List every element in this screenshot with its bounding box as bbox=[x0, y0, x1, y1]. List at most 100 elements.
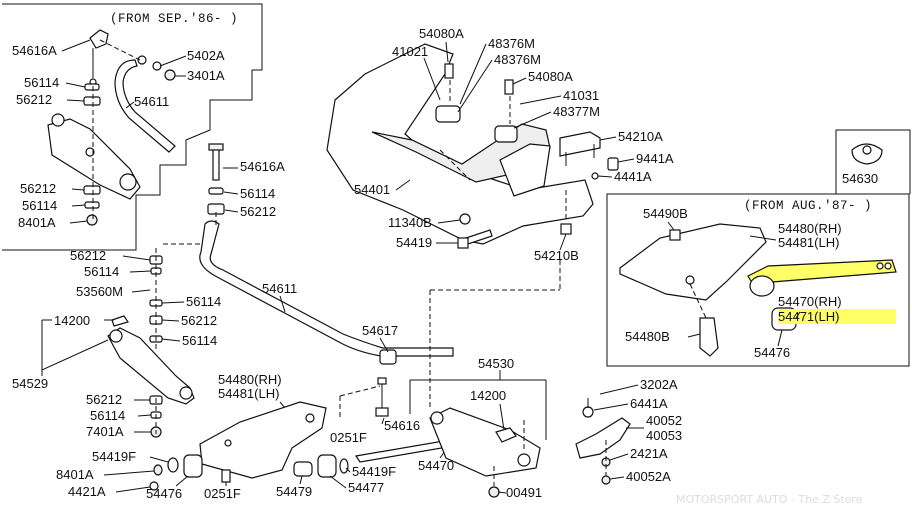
highlight-54471 bbox=[748, 260, 896, 296]
label-11340B: 11340B bbox=[388, 215, 432, 230]
label-8401A-top: 8401A bbox=[18, 215, 56, 230]
clamp-54210a bbox=[559, 131, 601, 157]
label-56114-g: 56114 bbox=[90, 408, 125, 423]
washer-54419f-left bbox=[167, 457, 179, 473]
bushing-56212-b bbox=[83, 185, 101, 195]
crossmember-54401 bbox=[326, 43, 594, 245]
label-54210A: 54210A bbox=[618, 129, 663, 144]
label-56212-f: 56212 bbox=[86, 392, 122, 407]
label-5402A: 5402A bbox=[187, 48, 225, 63]
inset-from-aug-87: (FROM AUG.'87- ) 54490B 54480(RH) 54481(… bbox=[606, 193, 910, 367]
mount-48377m bbox=[494, 125, 518, 143]
label-54401: 54401 bbox=[354, 182, 390, 197]
knuckle-arm-40052 bbox=[575, 417, 631, 459]
bolt-54080a-b bbox=[504, 79, 514, 95]
label-41021: 41021 bbox=[392, 44, 428, 59]
label-54479: 54479 bbox=[276, 484, 312, 499]
spacer-54479 bbox=[293, 461, 313, 477]
label-56114-a: 56114 bbox=[24, 75, 59, 90]
label-54480-rh-box: 54480(RH) bbox=[778, 221, 842, 236]
label-54480-rh-mid: 54480(RH) bbox=[218, 372, 282, 387]
inset-from-sep-86: (FROM SEP.'86- ) 54616A bbox=[2, 3, 263, 251]
label-56212-e: 56212 bbox=[181, 313, 217, 328]
ball-joint-14200-right bbox=[495, 427, 517, 443]
label-48377M: 48377M bbox=[553, 104, 600, 119]
washer-4421a bbox=[149, 481, 159, 491]
nut-8401a-top bbox=[86, 214, 98, 226]
bolt-0251f-bot bbox=[221, 469, 231, 483]
label-54470-rh: 54470(RH) bbox=[778, 294, 842, 309]
bolt-54616 bbox=[375, 377, 389, 417]
label-0251F-bot: 0251F bbox=[204, 486, 241, 501]
washer-56114-c bbox=[208, 187, 224, 195]
bracket-54480-box bbox=[619, 223, 767, 301]
label-9441A: 9441A bbox=[636, 151, 674, 166]
label-54530: 54530 bbox=[478, 356, 514, 371]
label-54490B: 54490B bbox=[643, 206, 688, 221]
label-54611-top: 54611 bbox=[134, 94, 169, 109]
label-54529: 54529 bbox=[12, 376, 48, 391]
label-56114-b: 56114 bbox=[22, 198, 57, 213]
nut-00491 bbox=[488, 486, 500, 498]
compression-rod-54471 bbox=[749, 275, 775, 297]
label-56114-e: 56114 bbox=[186, 294, 221, 309]
label-54476-box: 54476 bbox=[754, 345, 790, 360]
bushing-56212-a bbox=[83, 96, 101, 106]
label-54630: 54630 bbox=[842, 171, 878, 186]
label-6441A: 6441A bbox=[630, 396, 668, 411]
label-54481-lh-mid: 54481(LH) bbox=[218, 386, 279, 401]
bolt-54616a bbox=[212, 145, 220, 181]
mount-bracket bbox=[499, 143, 551, 197]
label-14200-right: 14200 bbox=[470, 388, 506, 403]
label-54471-lh: 54471(LH) bbox=[778, 309, 839, 324]
label-54419F-left: 54419F bbox=[92, 449, 136, 464]
washer-4441a bbox=[591, 172, 599, 180]
label-48376M-a: 48376M bbox=[488, 36, 535, 51]
label-40053: 40053 bbox=[646, 428, 682, 443]
label-54470-bot: 54470 bbox=[418, 458, 454, 473]
washer-5402a bbox=[152, 61, 162, 71]
transverse-link-54530 bbox=[429, 407, 541, 477]
bolt-54490b bbox=[669, 229, 681, 241]
label-54080A-b: 54080A bbox=[528, 69, 573, 84]
label-56212-b: 56212 bbox=[20, 181, 56, 196]
label-56212-a: 56212 bbox=[16, 92, 52, 107]
label-00491: 00491 bbox=[506, 485, 542, 500]
highlight-label-54471 bbox=[778, 309, 896, 324]
label-56212-d: 56212 bbox=[70, 248, 106, 263]
stabilizer-bushing-54617 bbox=[379, 349, 397, 365]
label-3401A: 3401A bbox=[187, 68, 225, 83]
label-54616A-top: 54616A bbox=[12, 43, 57, 58]
label-54616A-mid: 54616A bbox=[240, 159, 285, 174]
nut-3401a bbox=[164, 69, 176, 81]
nut-40052a bbox=[601, 475, 611, 485]
note-from-aug-87: (FROM AUG.'87- ) bbox=[744, 199, 872, 213]
bushing-9441a bbox=[607, 157, 619, 171]
label-4421A: 4421A bbox=[68, 484, 106, 499]
stabilizer-bar-main bbox=[199, 220, 454, 357]
transverse-link-top bbox=[47, 113, 141, 200]
label-0251F-mid: 0251F bbox=[330, 430, 367, 445]
label-54480B: 54480B bbox=[625, 329, 670, 344]
label-54210B: 54210B bbox=[534, 248, 579, 263]
mount-48376m bbox=[435, 105, 461, 123]
label-4441A: 4441A bbox=[614, 169, 652, 184]
label-56114-c: 56114 bbox=[240, 186, 275, 201]
label-54611-mid: 54611 bbox=[262, 281, 297, 296]
label-41031: 41031 bbox=[563, 88, 599, 103]
label-56114-f: 56114 bbox=[182, 333, 217, 348]
bushing-56114-a bbox=[84, 83, 100, 91]
label-40052A: 40052A bbox=[626, 469, 671, 484]
bolt-head-54616a bbox=[208, 143, 224, 151]
label-40052: 40052 bbox=[646, 413, 682, 428]
stabilizer-bar-top bbox=[114, 55, 176, 153]
label-56114-d: 56114 bbox=[84, 264, 119, 279]
crossmember-assembly: 54080A 41021 48376M 48376M 54080A 41031 … bbox=[326, 26, 674, 263]
washer-11340b bbox=[459, 213, 471, 225]
label-2421A: 2421A bbox=[630, 446, 668, 461]
ball-joint-14200-left bbox=[111, 315, 129, 327]
label-54617: 54617 bbox=[362, 323, 398, 338]
label-54419: 54419 bbox=[396, 235, 432, 250]
ball-joint-top bbox=[89, 29, 109, 86]
label-3202A: 3202A bbox=[640, 377, 678, 392]
